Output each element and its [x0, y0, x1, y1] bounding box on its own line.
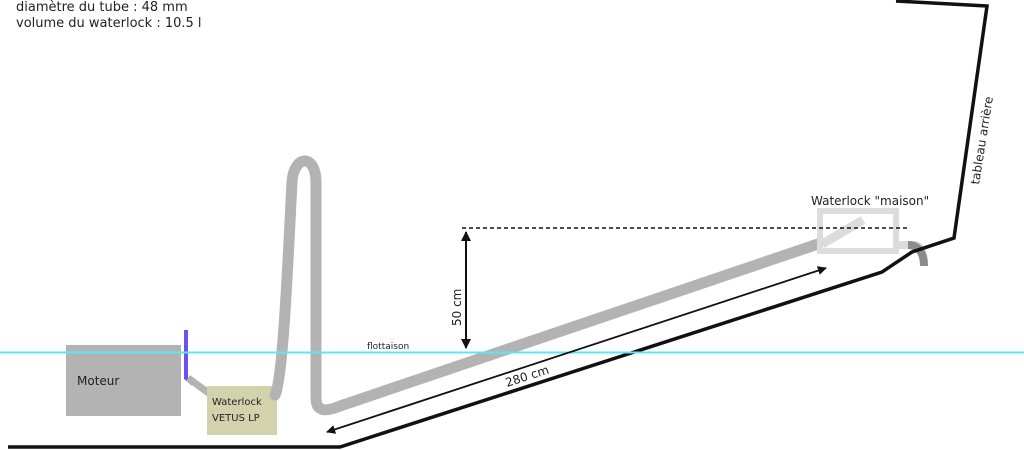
- vetus-waterlock-box: [207, 386, 277, 435]
- homemade-waterlock-label: Waterlock "maison": [811, 194, 929, 208]
- vetus-label-line1: Waterlock: [212, 397, 262, 408]
- vetus-label-line2: VETUS LP: [212, 413, 260, 424]
- waterline-label: flottaison: [367, 342, 409, 352]
- exhaust-pipe: [269, 155, 824, 416]
- transom-outlet-pipe: [907, 241, 928, 267]
- homemade-waterlock-box: [817, 208, 899, 254]
- exhaust-elbow-dipstick: [184, 330, 195, 386]
- waterlock-volume-text: volume du waterlock : 10.5 l: [16, 16, 202, 31]
- engine-label: Moteur: [77, 374, 119, 388]
- homemade-inner-pipe: [819, 216, 866, 248]
- connector-pipe: [185, 375, 213, 397]
- length-dimension-arrow: [326, 266, 827, 434]
- tube-diameter-text: diamètre du tube : 48 mm: [16, 0, 188, 15]
- height-label: 50 cm: [450, 289, 464, 326]
- engine-box: [66, 345, 181, 416]
- hull-outline: [8, 0, 990, 449]
